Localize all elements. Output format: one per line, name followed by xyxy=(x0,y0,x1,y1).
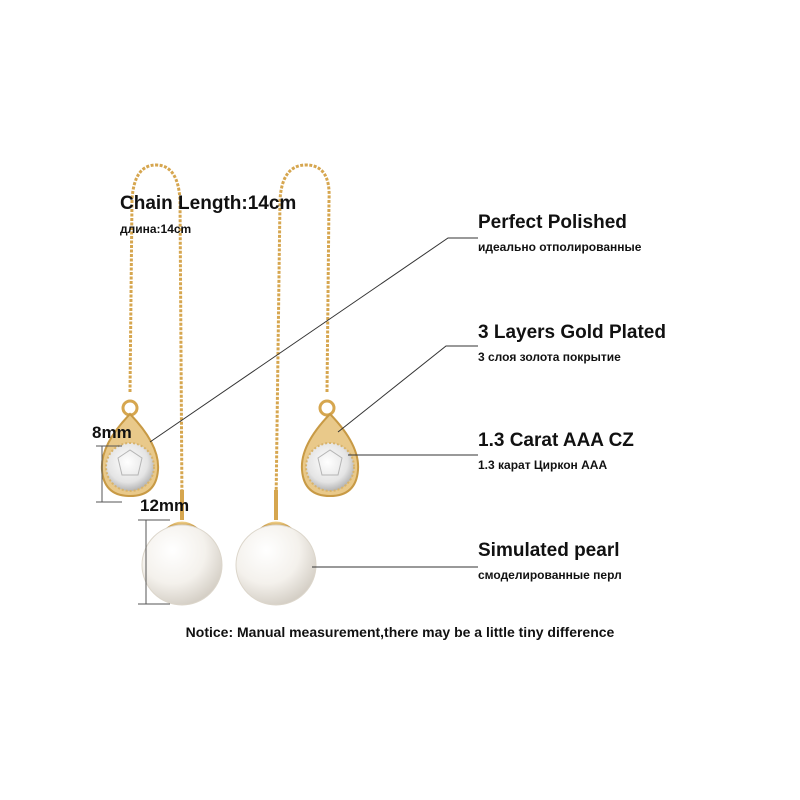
left-pearl-post xyxy=(180,490,184,520)
drop-size-label: 8mm xyxy=(92,423,132,442)
feature-cz-title: 1.3 Carat AAA CZ xyxy=(478,430,634,451)
right-chain xyxy=(274,163,331,506)
callout-line-polished xyxy=(149,237,478,443)
right-cz-stone xyxy=(305,442,355,492)
feature-pearl-subtitle: смоделированные перл xyxy=(478,568,622,582)
measurement-notice: Notice: Manual measurement,there may be … xyxy=(185,624,615,640)
left-earring xyxy=(100,163,223,606)
callout-lines xyxy=(149,237,478,568)
feature-polished-subtitle: идеально отполированные xyxy=(478,240,642,254)
right-drop-bail xyxy=(318,399,336,417)
chain-length-title: Chain Length:14cm xyxy=(120,193,297,214)
feature-gold-plated-title: 3 Layers Gold Plated xyxy=(478,322,666,343)
left-pearl xyxy=(141,524,223,606)
left-chain xyxy=(128,163,184,506)
feature-polished-title: Perfect Polished xyxy=(478,212,627,233)
left-cz-stone xyxy=(105,442,155,492)
callout-line-gold-plated xyxy=(337,345,478,433)
right-earring xyxy=(235,163,360,606)
pearl-size-label: 12mm xyxy=(140,496,190,515)
right-pearl-post xyxy=(274,490,278,520)
feature-pearl-title: Simulated pearl xyxy=(478,540,620,561)
pearl-dimension-marker xyxy=(138,519,170,605)
feature-gold-plated-subtitle: 3 слоя золота покрытие xyxy=(478,350,621,364)
chain-length-subtitle: длина:14cm xyxy=(120,222,192,236)
right-pearl xyxy=(235,524,317,606)
feature-cz-subtitle: 1.3 карат Циркон ААА xyxy=(478,458,608,472)
drop-dimension-marker xyxy=(96,445,122,503)
